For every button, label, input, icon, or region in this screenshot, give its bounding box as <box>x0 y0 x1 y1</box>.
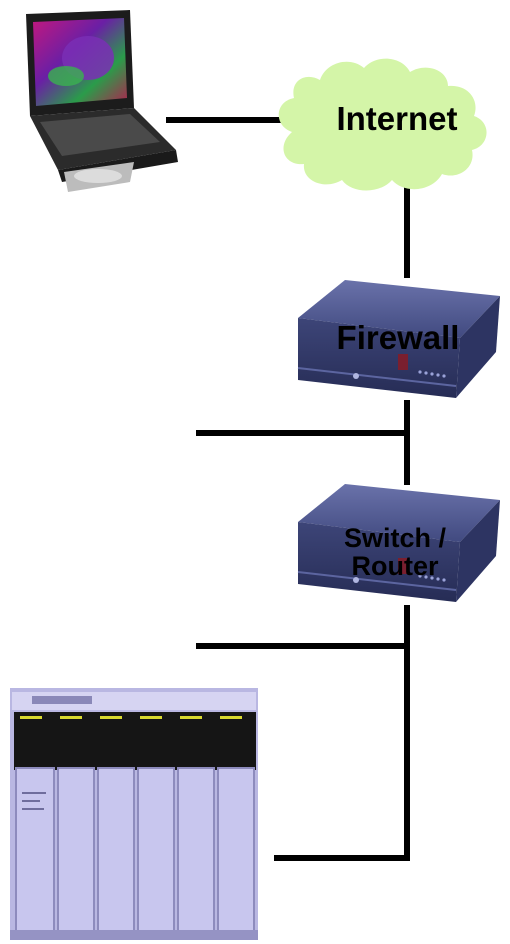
laptop-icon <box>26 10 178 192</box>
cloud-icon <box>278 58 487 191</box>
plc-rack-icon <box>10 688 258 940</box>
connection-lines <box>166 117 410 861</box>
switch-router-label: Switch / Router <box>320 524 470 580</box>
switch-router-label-line1: Switch / <box>343 523 446 553</box>
internet-label: Internet <box>336 100 458 137</box>
firewall-device-icon <box>297 280 500 398</box>
switch-router-label-line2: Router <box>351 551 439 581</box>
firewall-label: Firewall <box>336 319 460 356</box>
switch-router-device-icon <box>297 484 500 602</box>
